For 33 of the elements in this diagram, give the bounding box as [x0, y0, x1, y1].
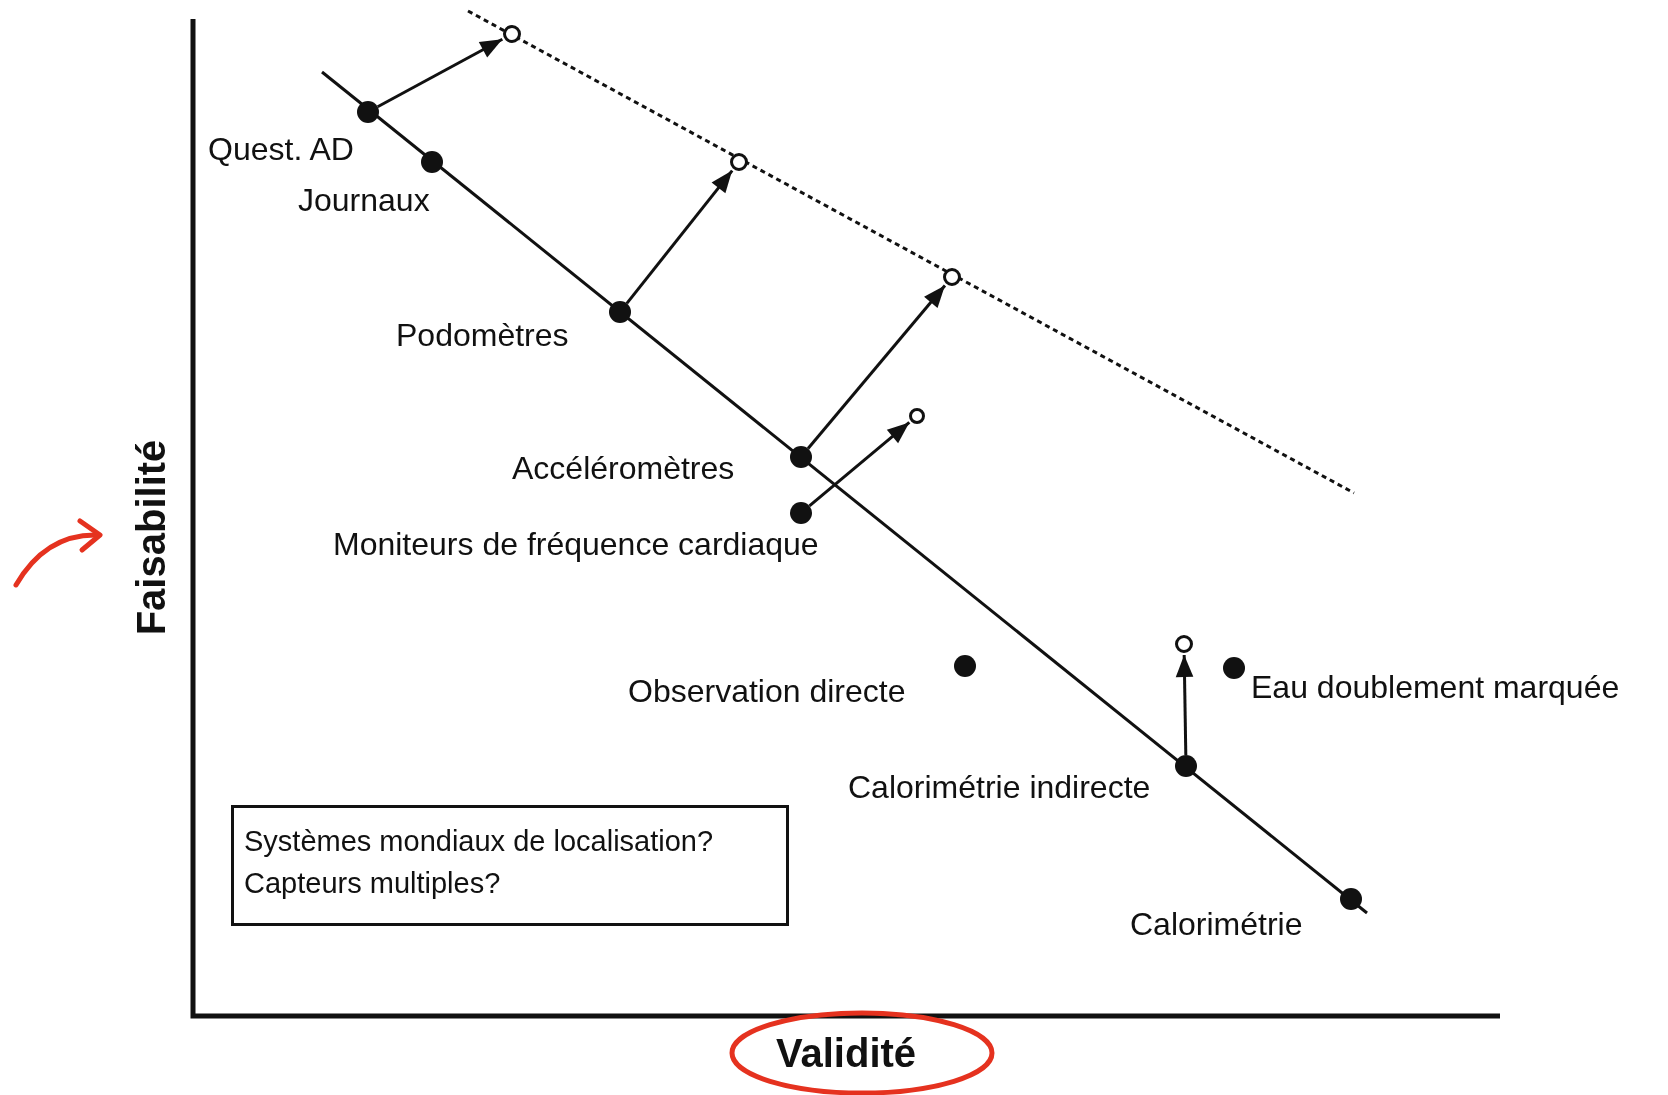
arrow [625, 169, 734, 305]
point-label: Journaux [298, 183, 430, 217]
note-text: Systèmes mondiaux de localisation? [244, 824, 715, 859]
point-label: Observation directe [628, 674, 906, 708]
data-point [421, 151, 443, 173]
point-label: Quest. AD [208, 132, 354, 166]
target-point [909, 408, 925, 424]
point-label: Accéléromètres [512, 451, 735, 485]
arrow [806, 284, 947, 450]
axis-title: Validité [776, 1030, 917, 1076]
target-point [1175, 635, 1193, 653]
data-point [1340, 888, 1362, 910]
point-label: Moniteurs de fréquence cardiaque [333, 527, 819, 561]
arrow [376, 37, 504, 109]
arrow [808, 421, 911, 508]
note-box [231, 805, 789, 926]
arrow [1175, 654, 1194, 756]
target-point [730, 153, 748, 171]
data-point [357, 101, 379, 123]
point-label: Calorimétrie [1130, 907, 1303, 941]
data-point [790, 502, 812, 524]
point-label: Calorimétrie indirecte [848, 770, 1151, 804]
data-point [1175, 755, 1197, 777]
note-text: Capteurs multiples? [244, 866, 502, 901]
data-point [609, 301, 631, 323]
data-point [954, 655, 976, 677]
point-label: Eau doublement marquée [1251, 670, 1620, 704]
data-point [1223, 657, 1245, 679]
data-point [790, 446, 812, 468]
point-label: Podomètres [396, 318, 569, 352]
axis-title: Faisabilité [129, 439, 175, 635]
target-point [943, 268, 961, 286]
target-point [503, 25, 521, 43]
